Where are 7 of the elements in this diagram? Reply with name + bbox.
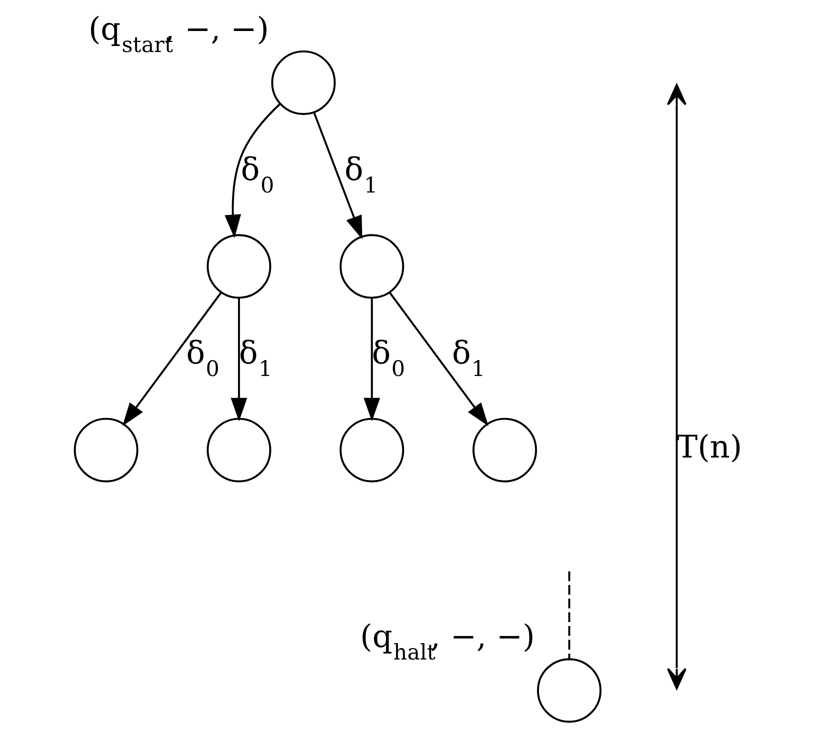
edge-label: δ$_{1}$ bbox=[238, 336, 272, 382]
edge-label: δ$_{0}$ bbox=[240, 152, 274, 199]
edge-label: δ$_{0}$ bbox=[371, 336, 405, 382]
edge-label: δ$_{1}$ bbox=[344, 152, 378, 199]
edge-label: δ$_{0}$ bbox=[186, 336, 219, 382]
edge-label: δ$_{1}$ bbox=[451, 336, 485, 382]
label: T(n) bbox=[676, 430, 742, 466]
